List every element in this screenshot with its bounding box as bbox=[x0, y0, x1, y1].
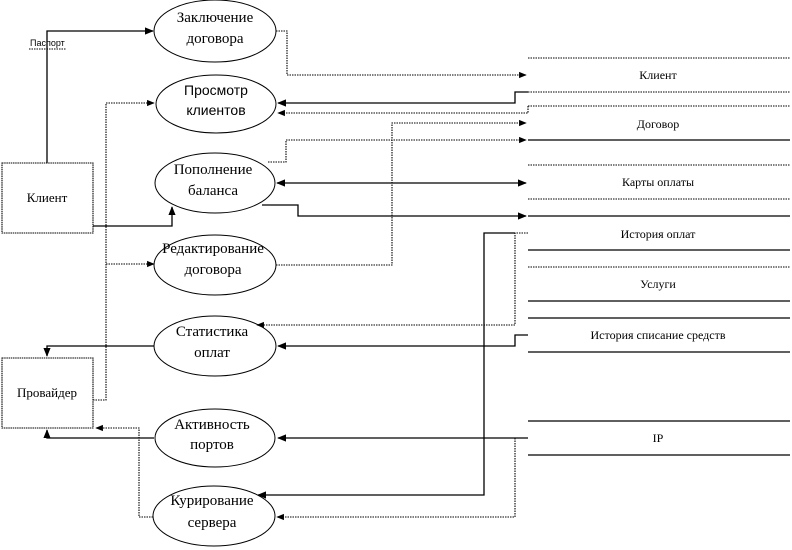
flow-topup-to-history[interactable] bbox=[262, 204, 527, 220]
store-contract[interactable]: Договор bbox=[528, 105, 790, 141]
process-port-activity[interactable]: Активность портов bbox=[154, 408, 276, 468]
store-ip[interactable]: IP bbox=[528, 420, 790, 456]
process-label-line2: портов bbox=[190, 437, 234, 453]
store-label: История списание средств bbox=[591, 328, 726, 342]
store-label: Договор bbox=[637, 117, 679, 131]
process-edit-contract[interactable]: Редактирование договора bbox=[153, 234, 277, 296]
flow-charge-history-to-stats[interactable] bbox=[277, 334, 528, 350]
flow-ip-to-server[interactable] bbox=[276, 438, 516, 521]
store-label: IP bbox=[653, 431, 664, 445]
flow-label-passport: Паспорт bbox=[30, 38, 65, 48]
process-label-line1: Редактирование bbox=[162, 241, 264, 257]
flow-edit-to-store-contract[interactable] bbox=[276, 119, 527, 266]
flow-contract-to-store-client[interactable] bbox=[276, 30, 527, 79]
process-label-line1: Пополнение bbox=[174, 162, 253, 178]
flow-history-to-stats[interactable] bbox=[256, 232, 528, 329]
process-label-line2: клиентов bbox=[186, 102, 245, 118]
process-view-clients[interactable]: Просмотр клиентов bbox=[155, 74, 277, 134]
flow-ports-to-provider[interactable] bbox=[43, 429, 154, 439]
process-label-line2: оплат bbox=[194, 345, 230, 361]
process-label-line2: договора bbox=[186, 31, 243, 47]
entity-provider[interactable]: Провайдер bbox=[1, 357, 94, 429]
process-label-line1: Просмотр bbox=[184, 82, 248, 98]
store-payment-history[interactable]: История оплат bbox=[528, 215, 790, 251]
process-label-line2: сервера bbox=[188, 515, 237, 531]
process-payment-statistics[interactable]: Статистика оплат bbox=[153, 315, 277, 377]
store-services[interactable]: Услуги bbox=[528, 266, 790, 302]
store-payment-cards[interactable]: Карты оплаты bbox=[528, 164, 790, 200]
process-label-line1: Статистика bbox=[176, 324, 249, 340]
process-label-line1: Активность bbox=[174, 417, 250, 433]
flow-store-contract-to-view[interactable] bbox=[277, 106, 529, 117]
flow-client-to-contract[interactable] bbox=[46, 27, 154, 163]
flow-client-to-topup[interactable] bbox=[93, 206, 176, 227]
store-client[interactable]: Клиент bbox=[528, 57, 790, 93]
process-label-line1: Курирование bbox=[170, 493, 254, 509]
store-label: Карты оплаты bbox=[622, 175, 694, 189]
entity-client-label: Клиент bbox=[27, 190, 68, 205]
process-top-up-balance[interactable]: Пополнение баланса bbox=[154, 152, 276, 214]
process-label-line2: договора bbox=[184, 262, 241, 278]
flow-provider-to-view[interactable] bbox=[93, 99, 155, 401]
store-label: Клиент bbox=[639, 68, 677, 82]
flow-stats-to-provider[interactable] bbox=[43, 345, 154, 357]
flow-history-to-server[interactable] bbox=[257, 232, 515, 499]
flow-server-to-provider[interactable] bbox=[95, 424, 153, 518]
process-contract-conclusion[interactable]: Заключение договора bbox=[153, 0, 277, 63]
flow-store-client-to-view[interactable] bbox=[277, 91, 528, 107]
process-server-curation[interactable]: Курирование сервера bbox=[152, 485, 276, 547]
process-label-line1: Заключение bbox=[177, 10, 254, 26]
entity-client[interactable]: Клиент bbox=[1, 162, 94, 234]
store-label: Услуги bbox=[640, 277, 676, 291]
process-label-line2: баланса bbox=[188, 183, 238, 199]
store-label: История оплат bbox=[621, 227, 696, 241]
flow-topup-to-store-contract[interactable] bbox=[268, 136, 527, 163]
entity-provider-label: Провайдер bbox=[17, 385, 77, 400]
store-charge-history[interactable]: История списание средств bbox=[528, 317, 790, 353]
